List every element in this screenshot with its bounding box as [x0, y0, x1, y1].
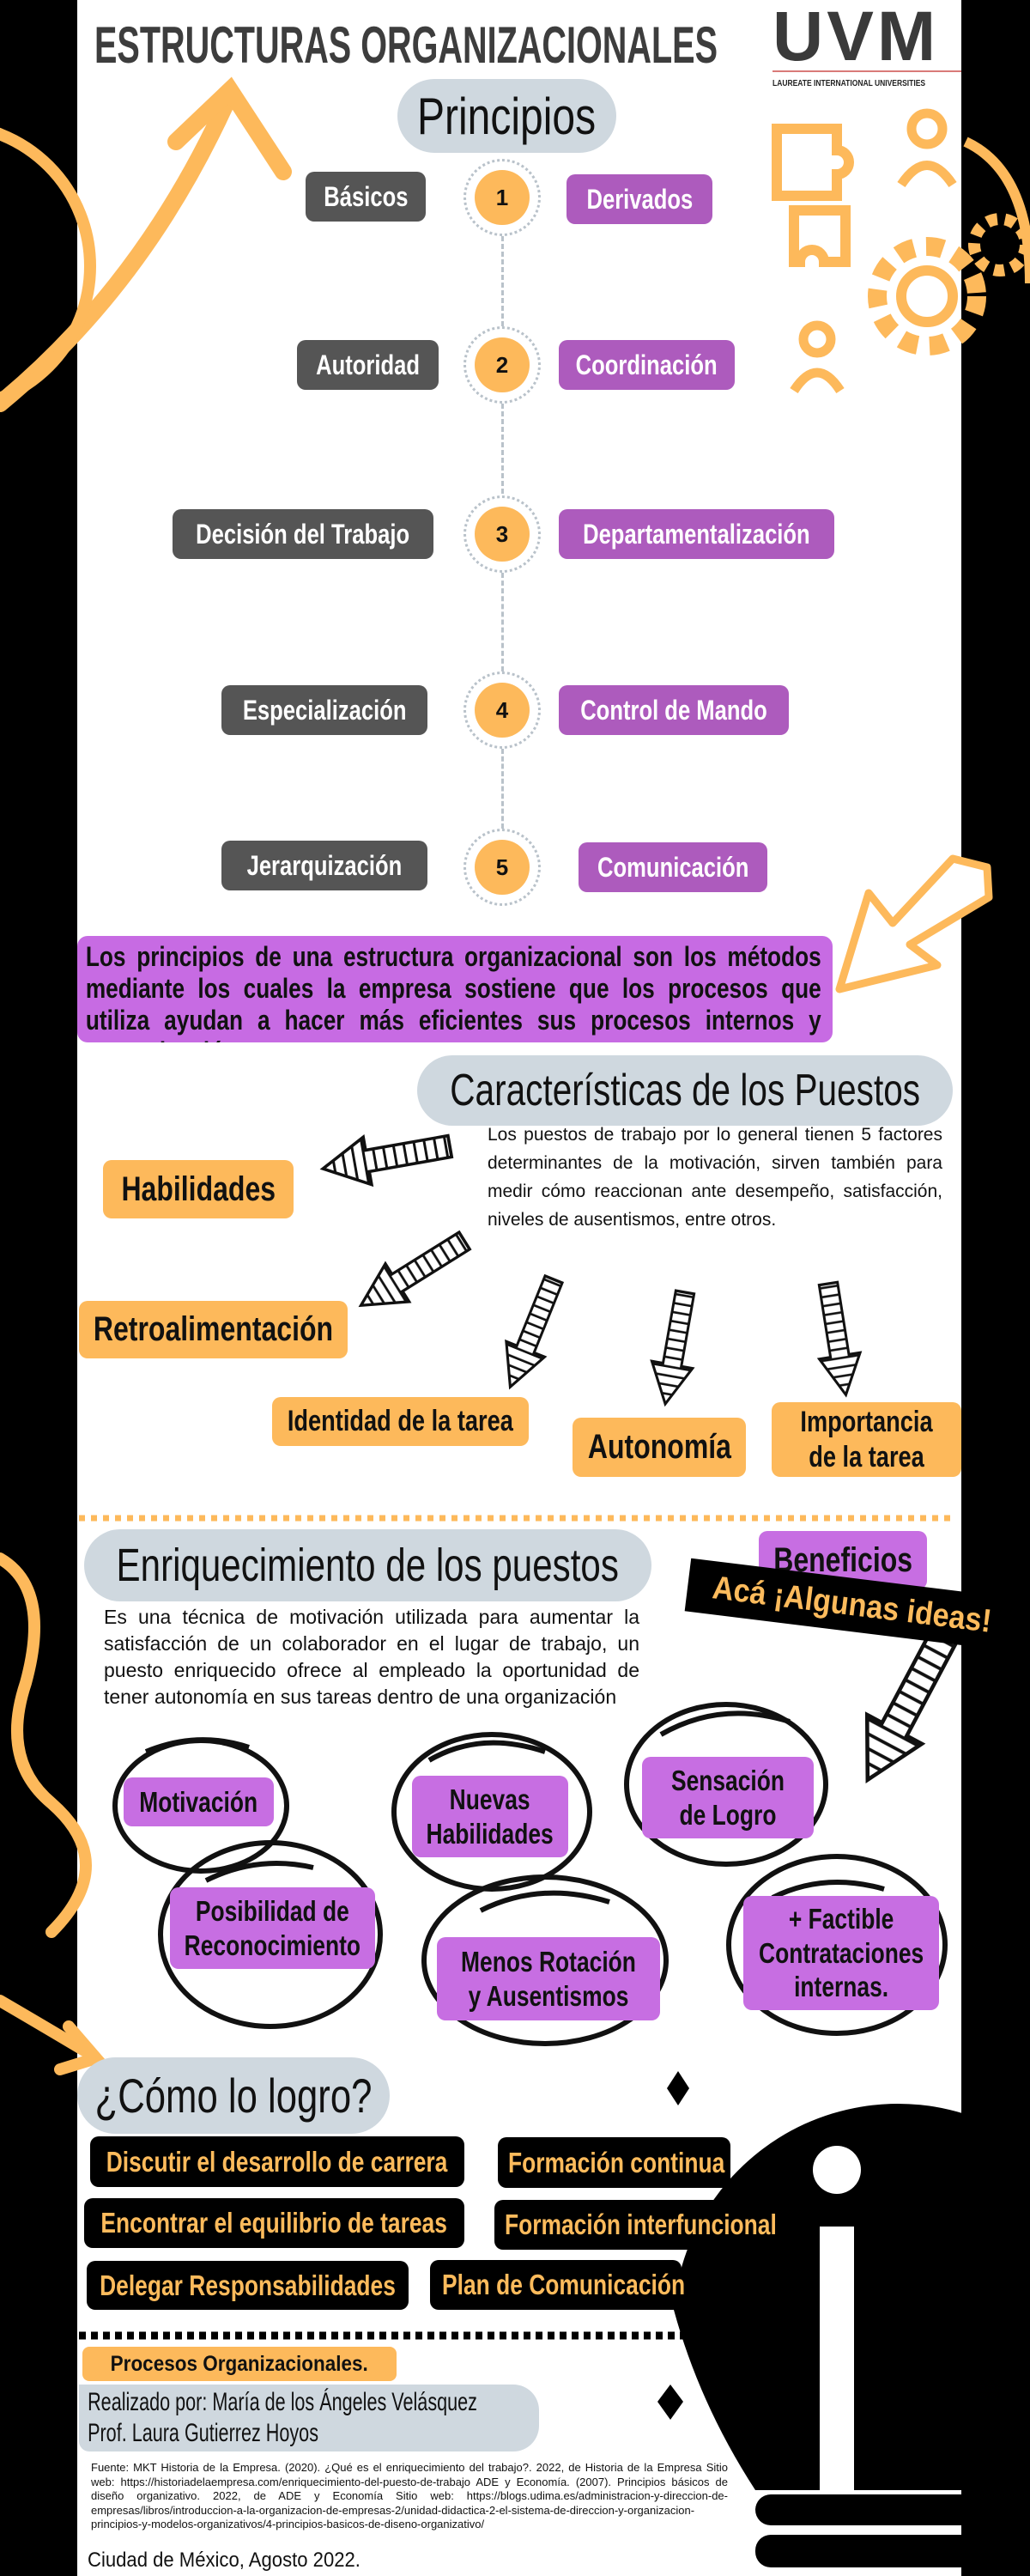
principle-derived: Comunicación — [579, 842, 767, 892]
factor-box: Importancia de la tarea — [772, 1402, 961, 1477]
principle-derived: Derivados — [566, 174, 712, 224]
page-title: ESTRUCTURAS ORGANIZACIONALES — [94, 16, 718, 74]
uvm-logo: UVM LAUREATE INTERNATIONAL UNIVERSITIES — [772, 0, 961, 88]
principle-derived: Coordinación — [559, 340, 735, 390]
person-icon — [790, 108, 957, 394]
factor-box: Autonomía — [573, 1418, 746, 1477]
puzzle-icon — [772, 124, 854, 267]
benefit-item: Motivación — [124, 1777, 274, 1826]
enriquecimiento-title: Enriquecimiento de los puestos — [116, 1540, 620, 1591]
logo-text: UVM — [772, 0, 940, 76]
strategy-item: Formación continua — [498, 2137, 730, 2188]
gear-icon — [868, 213, 1030, 355]
step-number: 4 — [475, 683, 530, 738]
principle-derived: Control de Mando — [559, 685, 789, 735]
strategy-item: Plan de Comunicación — [430, 2260, 685, 2310]
principle-derived: Departamentalización — [559, 509, 834, 559]
curved-arrow-icon — [0, 76, 292, 412]
benefit-item: Nuevas Habilidades — [412, 1776, 568, 1857]
step-number: 1 — [475, 170, 530, 225]
orange-squiggle-decoration — [0, 1552, 107, 2075]
hand-drawn-circles — [112, 1702, 948, 2046]
caracteristicas-title: Características de los Puestos — [450, 1066, 920, 1115]
step-ring — [464, 671, 541, 749]
principle-basic: Especialización — [221, 685, 427, 735]
step-number: 2 — [475, 337, 530, 392]
sources: Fuente: MKT Historia de la Empresa. (202… — [91, 2461, 728, 2530]
logo-subtitle: LAUREATE INTERNATIONAL UNIVERSITIES — [772, 79, 926, 88]
place-date: Ciudad de México, Agosto 2022. — [88, 2549, 360, 2572]
strategy-item: Encontrar el equilibrio de tareas — [84, 2198, 464, 2248]
factor-box: Identidad de la tarea — [272, 1397, 529, 1446]
principle-basic: Básicos — [306, 172, 426, 222]
logo-divider — [772, 70, 961, 72]
caracteristicas-heading: Características de los Puestos — [417, 1055, 953, 1126]
step-ring — [464, 159, 541, 236]
professor: Prof. Laura Gutierrez Hoyos — [88, 2419, 318, 2447]
connector-line — [501, 573, 504, 671]
como-heading: ¿Cómo lo logro? — [77, 2057, 390, 2134]
benefit-item: Menos Rotación y Ausentismos — [437, 1937, 660, 2020]
step-number: 5 — [475, 840, 530, 895]
principios-title: Principios — [417, 87, 597, 145]
enriquecimiento-heading: Enriquecimiento de los puestos — [84, 1529, 651, 1601]
step-ring — [464, 829, 541, 906]
enriquecimiento-description: Es una técnica de motivación utilizada p… — [104, 1606, 639, 1708]
principle-basic: Decisión del Trabajo — [173, 509, 433, 559]
como-title: ¿Cómo lo logro? — [94, 2069, 373, 2123]
benefit-item: + Factible Contrataciones internas. — [743, 1896, 939, 2010]
step-number: 3 — [475, 507, 530, 562]
connector-line — [501, 749, 504, 829]
principios-heading: Principios — [397, 79, 616, 153]
orange-arc-decoration — [963, 137, 1030, 284]
strategy-item: Formación interfuncional — [494, 2200, 783, 2250]
orange-arrow-icon — [835, 854, 993, 993]
principle-basic: Jerarquización — [221, 841, 427, 890]
factor-box: Habilidades — [103, 1160, 294, 1218]
benefit-item: Sensación de Logro — [642, 1757, 814, 1838]
factor-box: Retroalimentación — [79, 1301, 348, 1358]
step-ring — [464, 495, 541, 573]
principle-basic: Autoridad — [297, 340, 439, 390]
connector-line — [501, 236, 504, 326]
connector-line — [501, 404, 504, 494]
step-ring — [464, 326, 541, 404]
strategy-item: Discutir el desarrollo de carrera — [90, 2136, 464, 2187]
course-label: Procesos Organizacionales. — [82, 2347, 397, 2381]
orange-circle-decoration — [0, 127, 96, 405]
hatched-arrow-icon — [319, 1133, 960, 1783]
caracteristicas-description: Los puestos de trabajo por lo general ti… — [488, 1125, 942, 1230]
benefit-item: Posibilidad de Reconocimiento — [170, 1887, 375, 1969]
strategy-item: Delegar Responsabilidades — [87, 2261, 409, 2310]
principios-summary: Los principios de una estructura organiz… — [77, 936, 833, 1042]
credits: Realizado por: María de los Ángeles Velá… — [79, 2385, 539, 2451]
author: Realizado por: María de los Ángeles Velá… — [88, 2388, 477, 2416]
